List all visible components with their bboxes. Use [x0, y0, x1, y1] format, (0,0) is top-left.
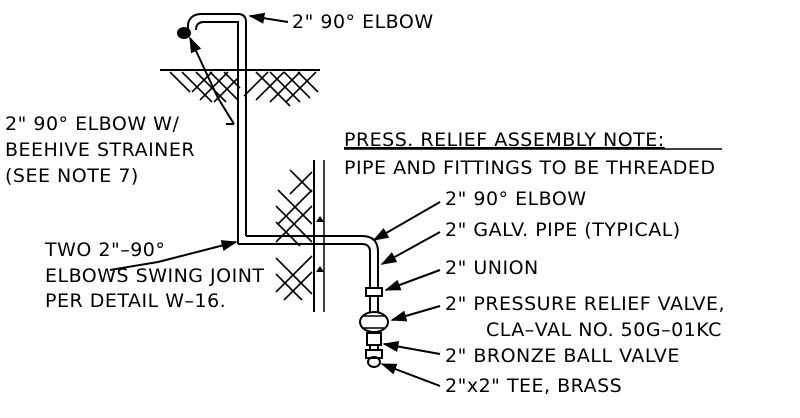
beehive-strainer-icon [177, 27, 191, 39]
ground-hatch [169, 71, 319, 107]
label-swing-joint-title: TWO 2"–90° [44, 239, 165, 261]
callout-elbow: 2" 90° ELBOW [445, 188, 587, 210]
pressure-relief-valve [359, 311, 389, 333]
assembly-note-text: PIPE AND FITTINGS TO BE THREADED [344, 157, 716, 179]
ball-valve [366, 332, 382, 350]
callout-union: 2" UNION [445, 257, 539, 279]
callout-ball-valve: 2" BRONZE BALL VALVE [445, 345, 680, 367]
callout-brass-tee: 2"x2" TEE, BRASS [445, 375, 622, 397]
callout-pressure-relief-valve: 2" PRESSURE RELIEF VALVE, [445, 293, 725, 315]
callout-cla-val-number: CLA–VAL NO. 50G–01KC [486, 319, 722, 341]
label-strainer-note: (SEE NOTE 7) [5, 165, 139, 187]
union-fitting [365, 287, 383, 297]
label-top-elbow: 2" 90° ELBOW [292, 11, 434, 33]
ground-surface [160, 69, 320, 107]
label-swing-joint-desc: ELBOWS SWING JOINT [45, 265, 265, 287]
label-strainer-type: BEEHIVE STRAINER [5, 139, 195, 161]
label-strainer-elbow: 2" 90° ELBOW W/ [5, 113, 179, 135]
pipe-run [177, 13, 379, 288]
brass-tee [365, 349, 383, 368]
callout-galv-pipe: 2" GALV. PIPE (TYPICAL) [445, 219, 681, 241]
leader-lines [109, 12, 441, 387]
label-swing-joint-detail: PER DETAIL W–16. [45, 290, 226, 312]
assembly-note-heading: PRESS. RELIEF ASSEMBLY NOTE: [344, 129, 665, 151]
